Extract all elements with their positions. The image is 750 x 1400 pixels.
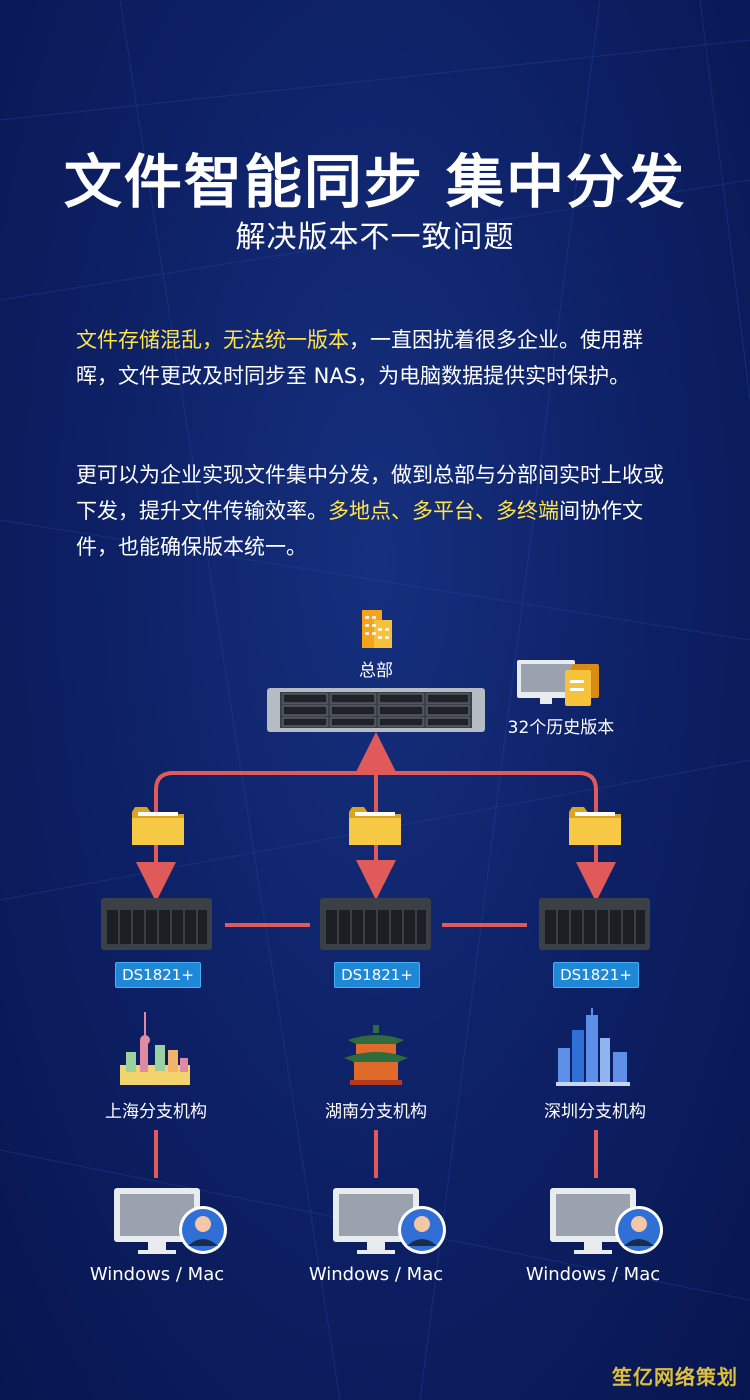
hq-building-icon (362, 610, 392, 648)
page-title: 文件智能同步 集中分发 (63, 148, 687, 216)
computer-user-icon (550, 1188, 663, 1254)
nas-device-icon (320, 898, 431, 950)
shanghai-skyline-icon (120, 1012, 190, 1085)
nas-device-icon (101, 898, 212, 950)
nas-device-icon (539, 898, 650, 950)
device-badge: DS1821+ (553, 962, 639, 988)
detail-paragraph: 更可以为企业实现文件集中分发，做到总部与分部间实时上收或下发，提升文件传输效率。… (76, 457, 676, 565)
folder-icon (132, 807, 184, 845)
os-label: Windows / Mac (308, 1264, 444, 1285)
shenzhen-skyline-icon (556, 1008, 630, 1086)
hunan-pavilion-icon (344, 1025, 408, 1085)
hq-label: 总部 (359, 661, 393, 681)
os-label: Windows / Mac (89, 1264, 225, 1285)
branch-name-label: 湖南分支机构 (325, 1102, 427, 1122)
paragraph-text: ，一直困扰着很多企业。使用群晖，文件更改及时同步至 NAS，为电脑数据提供实时保… (76, 328, 643, 388)
branch-name-label: 上海分支机构 (105, 1102, 207, 1122)
history-versions-icon (517, 660, 599, 706)
folder-icon (349, 807, 401, 845)
device-badge: DS1821+ (115, 962, 201, 988)
paragraph-text: 更可以为企业实现文件集中分发，做到总部与分部间实时上收或下发，提升文件传输效率。 (76, 463, 664, 523)
hq-rack-server-icon (267, 688, 485, 732)
history-versions-label: 32个历史版本 (507, 718, 615, 738)
device-badge: DS1821+ (334, 962, 420, 988)
folder-icon (569, 807, 621, 845)
computer-user-icon (114, 1188, 227, 1254)
watermark: 笙亿网络策划 (612, 1365, 738, 1389)
os-label: Windows / Mac (525, 1264, 661, 1285)
paragraph-highlight: 多地点、多平台、多终端 (328, 499, 559, 523)
computer-user-icon (333, 1188, 446, 1254)
page-subtitle: 解决版本不一致问题 (235, 220, 515, 255)
paragraph-text: 间协作文件，也能确保版本统一。 (76, 499, 643, 559)
paragraph-highlight: 文件存储混乱，无法统一版本 (76, 328, 349, 352)
intro-paragraph: 文件存储混乱，无法统一版本，一直困扰着很多企业。使用群晖，文件更改及时同步至 N… (76, 322, 676, 394)
branch-name-label: 深圳分支机构 (544, 1102, 646, 1122)
